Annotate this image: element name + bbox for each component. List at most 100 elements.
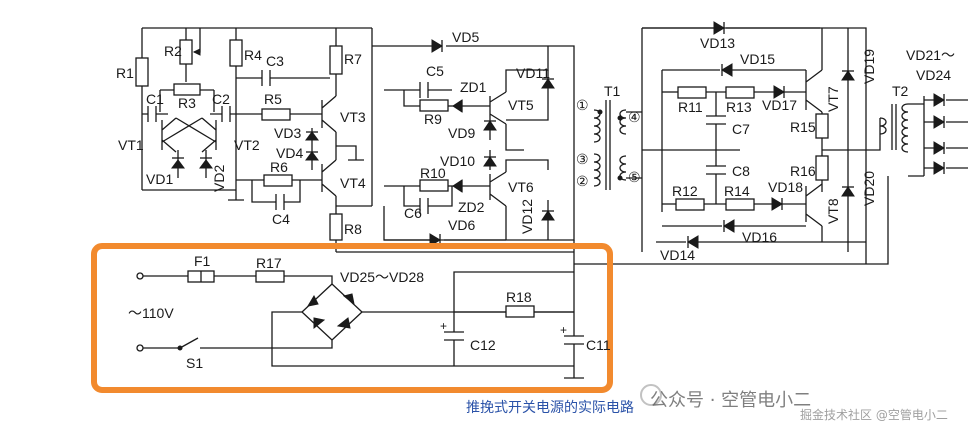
label-r1: R1 xyxy=(116,65,134,81)
r16-resistor xyxy=(815,155,829,181)
label-t1: T1 xyxy=(604,83,621,99)
r18-resistor xyxy=(505,305,535,318)
label-vt4: VT4 xyxy=(340,175,366,191)
label-s1: S1 xyxy=(186,355,203,371)
label-r10: R10 xyxy=(420,165,446,181)
watermark-community: 掘金技术社区 @空管电小二 xyxy=(800,408,948,422)
secondary-section xyxy=(642,21,881,264)
label-t2: T2 xyxy=(892,83,909,99)
label-vd5: VD5 xyxy=(452,29,479,45)
transformer-t1 xyxy=(593,28,643,252)
label-pin5: ⑤ xyxy=(628,169,641,185)
r13-resistor xyxy=(725,86,755,99)
label-pin1: ① xyxy=(576,97,589,113)
label-f1: F1 xyxy=(194,253,211,269)
label-c11-plus: + xyxy=(560,323,567,337)
component-labels: R1 R2 R3 R4 R5 R6 R7 R8 R9 R10 R11 R12 R… xyxy=(116,29,955,371)
label-vd10: VD10 xyxy=(440,153,475,169)
label-vd1: VD1 xyxy=(146,171,173,187)
label-r17: R17 xyxy=(256,255,282,271)
r15-resistor xyxy=(815,113,829,139)
transformer-t2 xyxy=(866,93,968,265)
label-vd21-24-bottom: VD24 xyxy=(916,67,951,83)
label-vt7: VT7 xyxy=(825,86,841,112)
label-zd1: ZD1 xyxy=(460,79,487,95)
label-vd2: VD2 xyxy=(211,165,227,192)
r6-resistor xyxy=(263,174,293,187)
label-r12: R12 xyxy=(672,183,698,199)
label-c12: C12 xyxy=(470,337,496,353)
r10-resistor xyxy=(419,179,449,192)
label-vt5: VT5 xyxy=(508,97,534,113)
label-r2: R2 xyxy=(164,43,182,59)
label-ac-input: ～110V xyxy=(128,305,174,321)
label-c5: C5 xyxy=(426,63,444,79)
r5-resistor xyxy=(261,108,291,121)
label-r8: R8 xyxy=(344,221,362,237)
label-vd12: VD12 xyxy=(519,199,535,234)
r11-resistor xyxy=(677,86,707,99)
label-vd11: VD11 xyxy=(516,65,550,81)
label-r5: R5 xyxy=(264,91,282,107)
r4-resistor xyxy=(229,39,243,67)
label-vd20: VD20 xyxy=(861,171,877,206)
r3-resistor xyxy=(173,83,201,96)
label-c4: C4 xyxy=(272,211,290,227)
label-pin4: ④ xyxy=(628,109,641,125)
label-c7: C7 xyxy=(732,121,750,137)
label-vt2: VT2 xyxy=(234,137,260,153)
driver-section xyxy=(305,28,372,252)
label-vd16: VD16 xyxy=(742,229,777,245)
label-r16: R16 xyxy=(790,163,816,179)
label-c12-plus: + xyxy=(440,319,447,333)
input-power-section xyxy=(136,240,866,379)
label-r7: R7 xyxy=(344,51,362,67)
label-vd13: VD13 xyxy=(700,35,735,51)
label-r14: R14 xyxy=(724,183,750,199)
label-r13: R13 xyxy=(726,99,752,115)
label-vd14: VD14 xyxy=(660,247,695,263)
label-vt6: VT6 xyxy=(508,179,534,195)
label-r4: R4 xyxy=(244,47,262,63)
label-vd25-28: VD25～VD28 xyxy=(340,269,424,285)
label-vd18: VD18 xyxy=(768,179,803,195)
label-vd21-24-top: VD21～ xyxy=(906,47,955,63)
label-vd15: VD15 xyxy=(740,51,775,67)
wechat-logo-icon xyxy=(640,384,662,406)
label-r15: R15 xyxy=(790,119,816,135)
label-c1: C1 xyxy=(146,91,164,107)
label-vt8: VT8 xyxy=(825,198,841,224)
label-vd3: VD3 xyxy=(274,125,301,141)
diagram-caption: 推挽式开关电源的实际电路 xyxy=(466,400,634,416)
label-vd9: VD9 xyxy=(448,125,475,141)
label-c2: C2 xyxy=(212,91,230,107)
label-pin2: ② xyxy=(576,173,589,189)
highlight-box xyxy=(91,243,613,393)
r17-resistor xyxy=(255,270,285,283)
label-r3: R3 xyxy=(178,95,196,111)
label-vd4: VD4 xyxy=(276,145,303,161)
label-r6: R6 xyxy=(270,159,288,175)
pushpull-section xyxy=(371,28,575,247)
label-c8: C8 xyxy=(732,163,750,179)
label-c11: C11 xyxy=(586,337,611,353)
r1-resistor xyxy=(135,57,149,87)
label-r11: R11 xyxy=(678,99,703,115)
watermark-account: 公众号 · 空管电小二 xyxy=(650,390,812,411)
label-c3: C3 xyxy=(266,53,284,69)
label-vt1: VT1 xyxy=(118,137,144,153)
r8-resistor xyxy=(329,213,343,241)
label-r9: R9 xyxy=(424,111,442,127)
label-r18: R18 xyxy=(506,289,532,305)
r7-resistor xyxy=(329,45,343,75)
label-vt3: VT3 xyxy=(340,109,366,125)
label-pin3: ③ xyxy=(576,151,589,167)
label-zd2: ZD2 xyxy=(458,199,485,215)
label-c6: C6 xyxy=(404,205,422,221)
label-vd6: VD6 xyxy=(448,217,475,233)
label-vd17: VD17 xyxy=(762,97,797,113)
oscillator-section xyxy=(135,27,372,210)
r14-resistor xyxy=(725,198,755,211)
r9-resistor xyxy=(419,99,449,112)
